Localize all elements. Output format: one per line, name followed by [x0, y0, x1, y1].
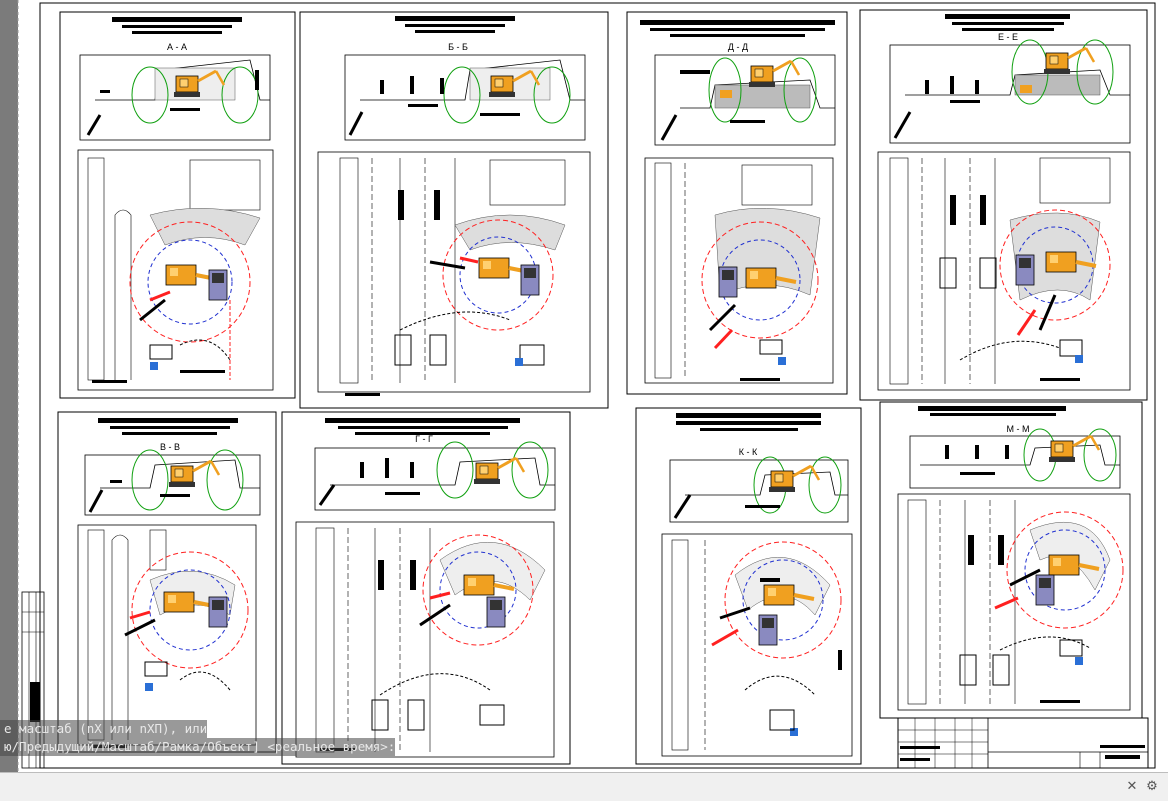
panel-gg[interactable]: Г - Г — [281, 411, 798, 765]
plan-view-ee — [877, 151, 1131, 391]
plan-view-aa — [77, 149, 274, 391]
section-label-vv: В - В — [160, 442, 180, 452]
sheet-frame — [39, 2, 1156, 769]
plan-view-kk — [661, 533, 853, 757]
section-label-mm: М - М — [1007, 424, 1030, 434]
panel-aa[interactable]: А - А — [59, 11, 296, 399]
plan-view-bb — [317, 151, 591, 396]
panel-kk[interactable]: К - К — [635, 407, 862, 765]
panel-vv[interactable]: В - В — [57, 411, 277, 753]
command-input-bar: ✕ ⚙ — [0, 772, 1168, 801]
section-view-kk — [669, 456, 849, 523]
plan-view-mm — [897, 493, 1131, 711]
command-history: е масштаб (nX или nXП), или ю/Предыдущий… — [0, 720, 480, 772]
section-view-dd — [654, 54, 836, 146]
panel-mm[interactable]: М - М — [879, 401, 1143, 719]
section-view-vv — [84, 449, 261, 516]
section-label-aa: А - А — [167, 42, 187, 52]
section-view-gg — [314, 441, 556, 511]
section-view-bb — [344, 54, 586, 141]
panel-bb[interactable]: Б - Б — [299, 11, 609, 409]
plan-view-gg — [295, 521, 798, 758]
section-label-ee: Е - Е — [998, 32, 1018, 42]
section-label-bb: Б - Б — [448, 42, 468, 52]
section-view-aa — [79, 54, 271, 141]
command-input[interactable] — [28, 777, 1122, 799]
plan-view-vv — [77, 524, 257, 748]
section-view-mm — [909, 428, 1121, 489]
title-block — [897, 717, 1149, 769]
section-label-kk: К - К — [739, 447, 758, 457]
section-label-dd: Д - Д — [728, 42, 748, 52]
panel-ee[interactable]: Е - Е — [859, 9, 1148, 401]
drawing-sheet — [18, 0, 1168, 772]
section-label-gg: Г - Г — [415, 434, 433, 444]
command-history-line-2: ю/Предыдущий/Масштаб/Рамка/Объект] <реал… — [0, 738, 396, 756]
command-history-line-1: е масштаб (nX или nXП), или — [0, 720, 208, 738]
options-icon[interactable]: ⚙ — [1146, 779, 1158, 794]
close-icon[interactable]: ✕ — [1126, 779, 1138, 794]
plan-view-dd — [644, 157, 834, 384]
panel-dd[interactable]: Д - Д — [626, 11, 848, 395]
section-view-ee — [889, 39, 1131, 144]
